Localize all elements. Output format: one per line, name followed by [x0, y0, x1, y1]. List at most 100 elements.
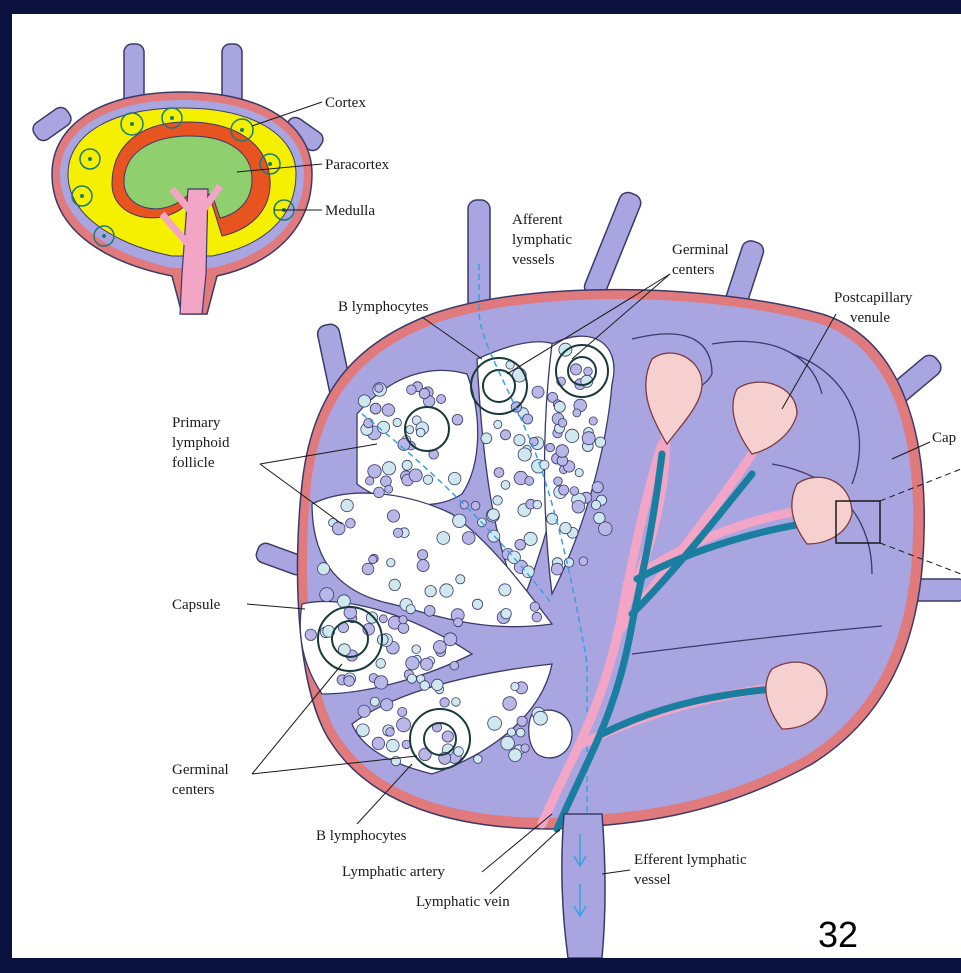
label-capsule-right: Cap	[932, 430, 956, 446]
leader-line	[247, 604, 305, 609]
lymphocyte	[570, 364, 581, 375]
lymphocyte	[599, 522, 613, 536]
label-efferent-2: vessel	[634, 872, 671, 888]
lymphocyte	[416, 428, 425, 437]
lymphocyte	[357, 724, 370, 737]
lymphocyte	[472, 599, 482, 609]
lymphocyte	[344, 676, 355, 687]
lymphocyte	[532, 612, 542, 622]
lymphocyte	[456, 575, 465, 584]
lymphocyte	[332, 522, 345, 535]
label-afferent-3: vessels	[512, 252, 555, 268]
lymphocyte	[514, 435, 525, 446]
lymphocyte	[579, 557, 588, 566]
lymphocyte	[575, 469, 583, 477]
lymphocyte	[503, 697, 517, 711]
efferent-lymphatic-vessel	[562, 814, 605, 958]
lymphocyte	[501, 736, 515, 750]
lymphocyte	[368, 465, 381, 478]
lymphocyte	[454, 747, 464, 757]
label-lymphatic-vein: Lymphatic vein	[416, 894, 510, 910]
leader-line	[490, 829, 560, 894]
lymphocyte	[423, 475, 432, 484]
diagram-panel: Cortex Paracortex Medulla	[12, 14, 961, 958]
lymphocyte	[565, 429, 578, 442]
lymphocyte	[449, 472, 461, 484]
lymphocyte	[591, 500, 600, 509]
lymphocyte	[540, 460, 549, 469]
lymphocyte	[501, 609, 511, 619]
label-primary-1: Primary	[172, 415, 221, 431]
lymphocyte	[437, 395, 446, 404]
lymphocyte	[454, 618, 463, 627]
lymphocyte	[573, 409, 581, 417]
inset-lymph-node: Cortex Paracortex Medulla	[30, 44, 390, 314]
lymphocyte	[385, 485, 393, 493]
lymphocyte	[444, 633, 457, 646]
afferent-vessel	[468, 200, 490, 310]
lymphocyte	[522, 566, 534, 578]
lymphocyte	[374, 676, 387, 689]
lymphocyte	[547, 513, 558, 524]
lymphocyte	[409, 469, 422, 482]
lymphocyte	[338, 595, 351, 608]
lymphocyte	[358, 705, 370, 717]
lymphocyte	[407, 385, 417, 395]
lymphocyte	[481, 433, 492, 444]
lymphocyte	[364, 418, 373, 427]
lymphocyte	[382, 462, 395, 475]
lymphocyte	[570, 487, 579, 496]
lymphocyte	[398, 707, 407, 716]
label-germinal-bottom-2: centers	[172, 782, 215, 798]
lymphocyte	[376, 659, 386, 669]
label-postcapillary-1: Postcapillary	[834, 290, 913, 306]
lymphocyte	[452, 698, 461, 707]
lymphocyte	[393, 418, 401, 426]
lymphocyte	[494, 420, 502, 428]
lymphocyte	[493, 496, 502, 505]
lymphocyte	[524, 532, 537, 545]
label-primary-3: follicle	[172, 455, 215, 471]
lymphocyte	[533, 500, 542, 509]
label-capsule-left: Capsule	[172, 597, 221, 613]
lymphocyte	[370, 403, 381, 414]
label-germinal-bottom-1: Germinal	[172, 762, 229, 778]
label-germinal-top-2: centers	[672, 262, 715, 278]
lymphocyte	[499, 584, 511, 596]
lymphocyte	[374, 487, 385, 498]
lymphocyte	[554, 401, 565, 412]
lymphocyte	[386, 728, 395, 737]
lymphocyte	[424, 605, 435, 616]
lymphocyte	[453, 514, 466, 527]
lymphocyte	[406, 426, 414, 434]
lymphocyte	[525, 477, 534, 486]
lymphocyte	[532, 386, 544, 398]
leader-line	[602, 870, 630, 874]
lymphocyte	[517, 716, 527, 726]
lymphocyte	[417, 560, 429, 572]
lymphocyte	[572, 500, 585, 513]
label-afferent-2: lymphatic	[512, 232, 572, 248]
label-germinal-top-1: Germinal	[672, 242, 729, 258]
lymphocyte	[393, 528, 402, 537]
lymphocyte	[305, 629, 316, 640]
lymphocyte	[551, 563, 563, 575]
lymphocyte	[399, 616, 407, 624]
lymphocyte	[556, 445, 569, 458]
label-postcapillary-2: venule	[850, 310, 890, 326]
lymphocyte	[407, 674, 416, 683]
lymphocyte	[518, 448, 531, 461]
lymphocyte	[554, 477, 563, 486]
lymphocyte	[420, 681, 430, 691]
lymphocyte	[530, 602, 539, 611]
lymphocyte	[397, 718, 411, 732]
lymphocyte	[406, 605, 415, 614]
inset-label-cortex: Cortex	[325, 95, 366, 111]
lymphocyte	[381, 699, 393, 711]
lymphocyte	[509, 749, 522, 762]
label-lymphatic-artery: Lymphatic artery	[342, 864, 445, 880]
lymphocyte	[389, 579, 400, 590]
lymphocyte	[440, 584, 453, 597]
lymphocyte	[559, 485, 569, 495]
